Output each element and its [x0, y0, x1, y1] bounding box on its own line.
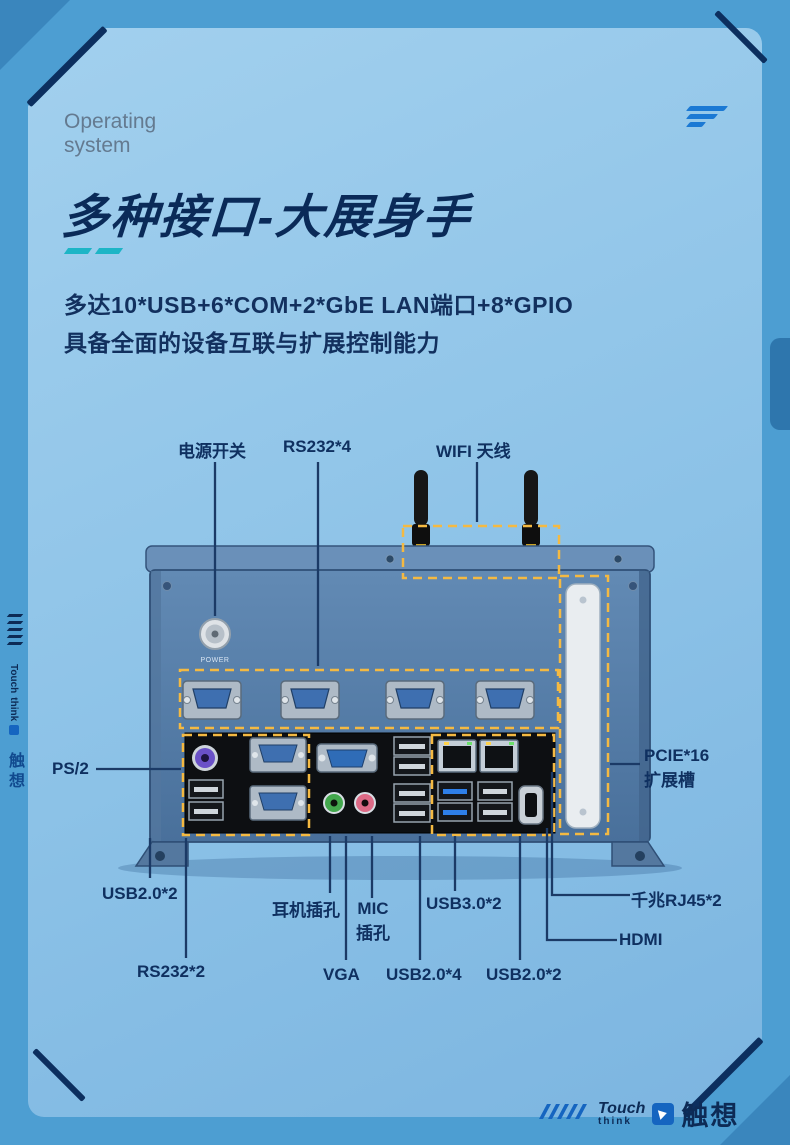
title-accent-dashes [63, 248, 124, 254]
label-mic-line2: 插孔 [356, 924, 390, 943]
footer-brand-logo: Touch think 触想 [598, 1094, 739, 1133]
subtitle-line1: 多达10*USB+6*COM+2*GbE LAN端口+8*GPIO [64, 292, 574, 318]
label-rs232-top: RS232*4 [283, 437, 352, 456]
tick [6, 628, 24, 631]
label-usb3: USB3.0*2 [426, 894, 502, 913]
tick [6, 621, 24, 624]
footer-brand-cn: 触想 [681, 1101, 740, 1131]
side-brand-logo: Touch think [4, 664, 24, 756]
label-mic-line1: MIC [357, 899, 389, 918]
side-brand-touch: Touch [8, 664, 20, 694]
label-usb2-bottom2: USB2.0*2 [486, 965, 562, 984]
right-edge-tab [770, 338, 790, 430]
tick [6, 642, 24, 645]
label-wifi-antenna: WIFI 天线 [436, 442, 511, 461]
eyebrow-line2: system [64, 134, 131, 157]
label-usb2-bottom4: USB2.0*4 [386, 965, 462, 984]
eyebrow-text: Operating system [64, 110, 156, 158]
label-ps2: PS/2 [52, 759, 89, 778]
label-pcie-line1: PCIE*16 [644, 746, 710, 765]
flag-bar-2 [685, 114, 719, 119]
footer-brand-think: think [598, 1115, 632, 1127]
label-pcie: PCIE*16 扩展槽 [644, 746, 709, 791]
accent-dash [63, 248, 93, 254]
tick [6, 635, 24, 638]
tick [6, 614, 24, 617]
side-brand-cursor-icon [9, 725, 19, 736]
label-mic-jack: MIC 插孔 [356, 899, 390, 944]
footer-brand-touch: Touch [598, 1099, 646, 1117]
footer-tick-marks [539, 1104, 587, 1119]
cursor-arrow-icon [658, 1107, 669, 1120]
footer-brand-cursor-icon [652, 1102, 675, 1125]
footer-brand-text: Touch think [598, 1099, 646, 1127]
accent-dash [94, 248, 124, 254]
brand-flag-icon [685, 106, 729, 127]
eyebrow-line1: Operating [64, 110, 157, 133]
label-rj45: 千兆RJ45*2 [631, 891, 722, 910]
side-brand-cn: 触想 [6, 752, 23, 792]
label-hdmi: HDMI [619, 930, 663, 949]
label-power-switch: 电源开关 [178, 442, 246, 461]
label-vga: VGA [323, 965, 360, 984]
side-tick-marks [6, 614, 24, 645]
page-title: 多种接口-大展身手 [59, 190, 474, 243]
flag-bar-1 [685, 106, 729, 111]
label-rs232-left: RS232*2 [137, 962, 206, 981]
side-brand-think: think [8, 697, 20, 722]
flag-bar-3 [685, 122, 707, 127]
label-headphone-jack: 耳机插孔 [272, 901, 340, 920]
label-pcie-line2: 扩展槽 [644, 771, 695, 790]
subtitle-line2: 具备全面的设备互联与扩展控制能力 [64, 330, 440, 356]
label-usb2-left: USB2.0*2 [102, 884, 178, 903]
